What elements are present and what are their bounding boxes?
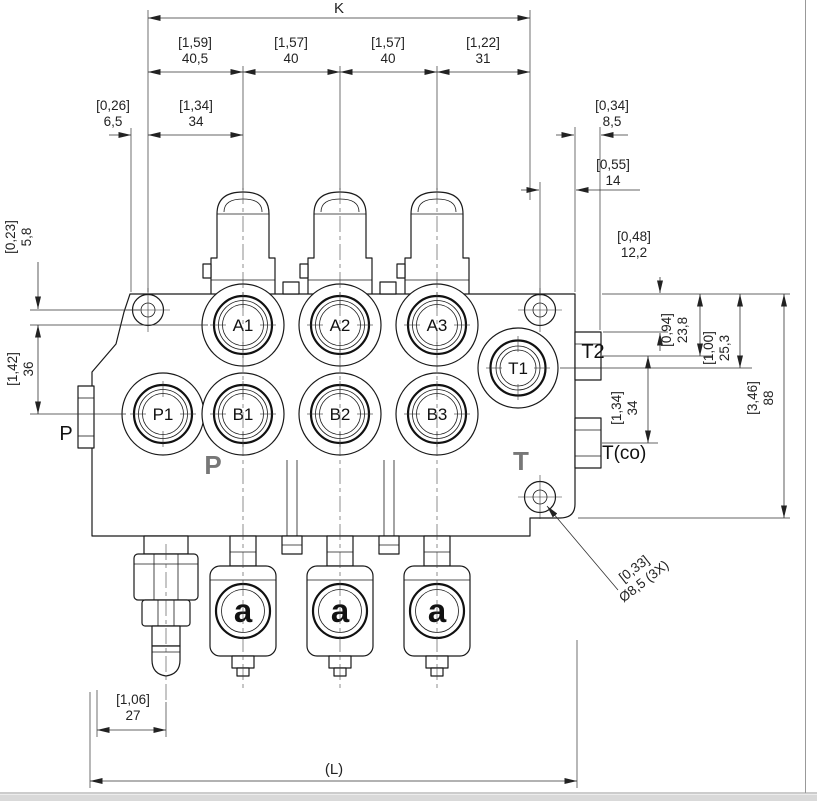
centerlines (165, 188, 438, 700)
svg-text:88: 88 (761, 390, 776, 405)
svg-text:34: 34 (188, 114, 204, 129)
svg-text:23,8: 23,8 (675, 317, 690, 343)
inlet-flange-p (77, 385, 95, 449)
svg-text:[1,57]: [1,57] (371, 35, 405, 50)
dim-ear-offset: [0,26]6,5 (96, 98, 132, 292)
label-p-side: P (59, 423, 72, 445)
cap-1 (202, 191, 276, 297)
svg-text:14: 14 (605, 173, 621, 188)
port-label-t1: T1 (508, 359, 528, 378)
dim-k-overall: K (147, 0, 531, 292)
section-joint-lower-2 (378, 460, 400, 555)
svg-text:[1,42]: [1,42] (5, 352, 20, 386)
dim-ear-to-a1: [1,34]34 (148, 98, 243, 138)
mounting-hole-bottom-right (518, 475, 562, 519)
dim-hole-offset: [0,23] 5,8 (3, 220, 208, 326)
svg-text:[0,34]: [0,34] (595, 98, 629, 113)
svg-text:40: 40 (283, 51, 298, 66)
dim-t2-to-tco: [1,34] 34 (602, 356, 658, 444)
cast-letter-p: P (204, 450, 221, 480)
svg-text:[3,46]: [3,46] (745, 381, 760, 415)
dim-overall-height: [3,46] 88 (578, 294, 790, 519)
svg-text:5,8: 5,8 (19, 228, 34, 247)
cap-3 (396, 191, 470, 297)
cap-2 (299, 191, 373, 297)
port-a3: A3 (395, 283, 479, 367)
svg-text:[1,22]: [1,22] (466, 35, 500, 50)
svg-text:25,3: 25,3 (717, 335, 732, 361)
port-label-p1: P1 (153, 405, 174, 424)
svg-text:40: 40 (380, 51, 395, 66)
dim-bolt-to-edge: [0,55]14 (521, 157, 640, 296)
svg-text:[1,57]: [1,57] (274, 35, 308, 50)
svg-text:31: 31 (475, 51, 490, 66)
mounting-hole-top-right (518, 288, 562, 332)
svg-text:[1,34]: [1,34] (609, 391, 624, 425)
svg-text:[0,23]: [0,23] (3, 220, 18, 254)
svg-text:[0,48]: [0,48] (617, 229, 651, 244)
section-joint-lower-1 (281, 460, 303, 555)
brand-logo-a-1: a (234, 592, 253, 629)
label-t2: T2 (581, 341, 604, 363)
dim-relief-offset: [1,06]27 (96, 690, 167, 737)
dim-row-spacing: [1,42] 36 (5, 325, 126, 415)
dim-top-to-t1: [1,00] 25,3 (560, 294, 752, 369)
dim-l-overall: (L) (89, 640, 578, 788)
svg-text:12,2: 12,2 (621, 245, 647, 260)
svg-text:36: 36 (21, 361, 36, 376)
dim-right-edge: [0,34]8,5 (556, 98, 629, 330)
flange-tco (574, 417, 602, 469)
svg-text:27: 27 (125, 708, 140, 723)
label-tco: T(co) (602, 443, 646, 464)
callout-mounting-holes: [0,33] Ø8,5 (3X) (546, 505, 672, 605)
svg-text:[0,55]: [0,55] (596, 157, 630, 172)
svg-text:[1,34]: [1,34] (179, 98, 213, 113)
port-label-a1: A1 (233, 316, 254, 335)
port-a1: A1 (201, 283, 285, 367)
port-p1: P1 (121, 372, 205, 456)
dim-k-label: K (334, 0, 344, 17)
svg-text:34: 34 (625, 400, 640, 416)
svg-text:[1,59]: [1,59] (178, 35, 212, 50)
port-label-a3: A3 (427, 316, 448, 335)
dim-section-chain: [1,59]40,5 [1,57]40 [1,57]40 [1,22]31 (148, 35, 530, 190)
dim-l-label: (L) (325, 761, 343, 778)
svg-text:[1,06]: [1,06] (116, 692, 150, 707)
svg-text:8,5: 8,5 (603, 114, 622, 129)
section-joint-tab-2 (379, 281, 397, 295)
section-joint-tab-1 (282, 281, 300, 295)
cast-letter-t: T (513, 446, 529, 476)
port-label-a2: A2 (330, 316, 351, 335)
dim-top-to-t2: [0,94] 23,8 (602, 294, 712, 357)
svg-text:6,5: 6,5 (104, 114, 123, 129)
brand-logo-a-3: a (428, 592, 447, 629)
svg-text:[0,26]: [0,26] (96, 98, 130, 113)
port-t1: T1 (477, 327, 559, 409)
svg-text:[1,00]: [1,00] (701, 331, 716, 365)
svg-text:40,5: 40,5 (182, 51, 208, 66)
port-a2: A2 (298, 283, 382, 367)
flange-t2 (574, 331, 602, 381)
svg-text:[0,94]: [0,94] (659, 313, 674, 347)
brand-logo-a-2: a (331, 592, 350, 629)
dim-step: [0,48]12,2 (602, 229, 790, 351)
